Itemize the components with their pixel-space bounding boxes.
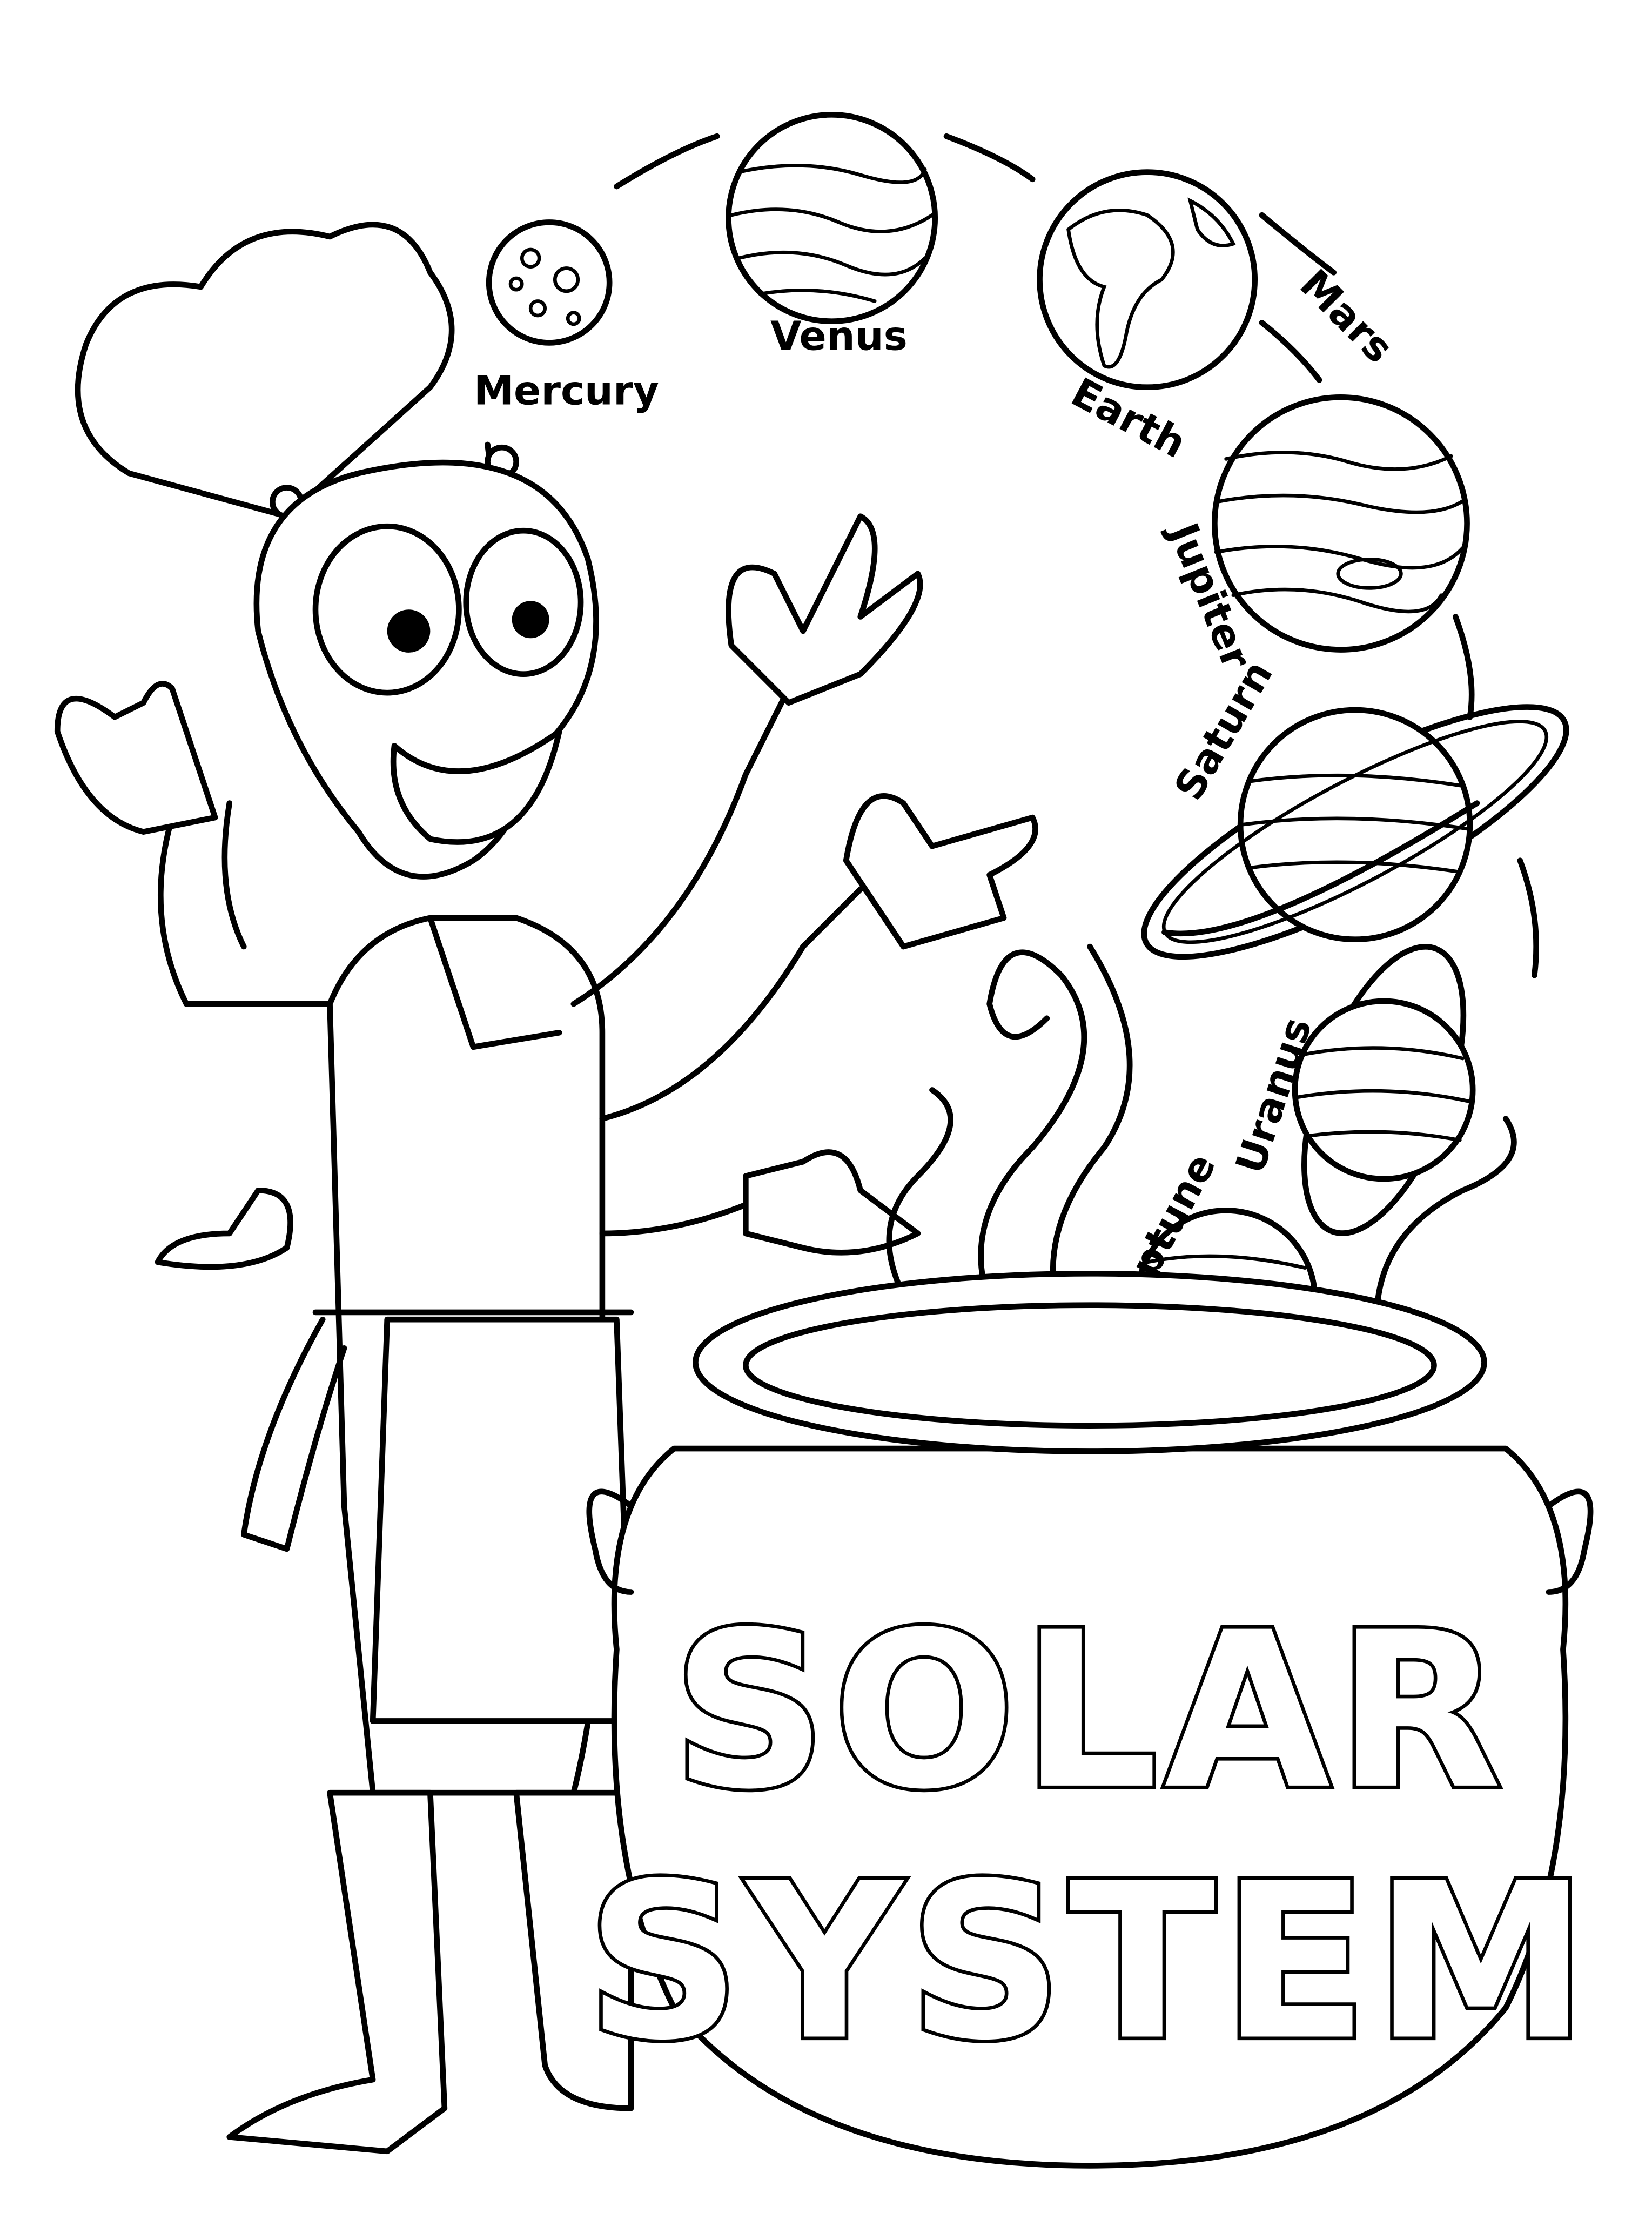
planet-venus bbox=[726, 112, 938, 324]
cauldron-pot: SOLAR SYSTEM bbox=[582, 1270, 1594, 2169]
title-system: SYSTEM bbox=[586, 1836, 1594, 2087]
planet-saturn bbox=[1141, 704, 1569, 960]
alien-chef bbox=[54, 222, 1038, 2155]
orbit-motion-lines bbox=[614, 133, 1539, 978]
planet-uranus bbox=[1292, 944, 1476, 1236]
title-solar: SOLAR bbox=[672, 1586, 1508, 1836]
label-mercury: Mercury bbox=[474, 367, 659, 414]
steam-swirls bbox=[886, 943, 1517, 1337]
planet-jupiter bbox=[1212, 394, 1470, 653]
planet-earth bbox=[1037, 169, 1258, 391]
planet-mercury bbox=[486, 219, 613, 346]
label-venus: Venus bbox=[770, 313, 908, 360]
label-mars: Mars bbox=[1291, 260, 1402, 372]
